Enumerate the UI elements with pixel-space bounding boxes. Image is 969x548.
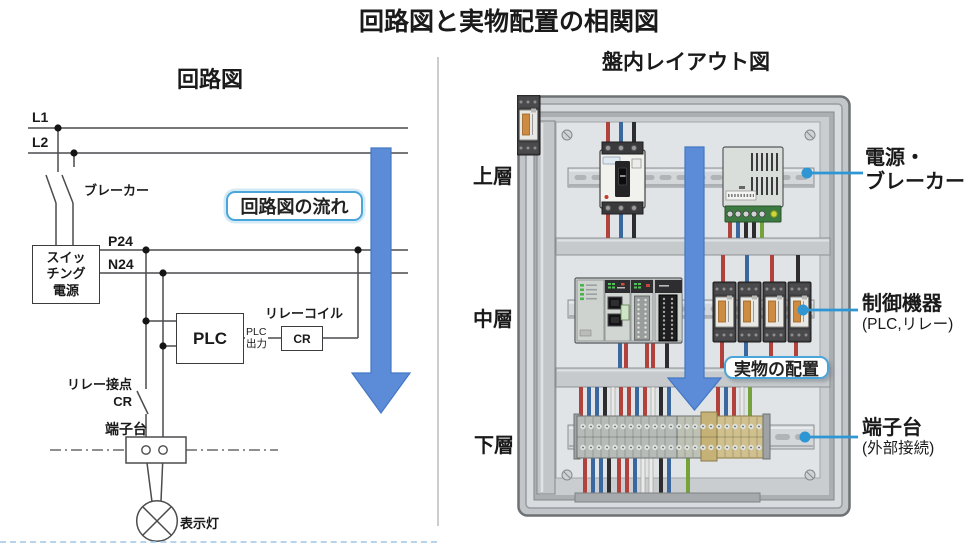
relay-contact-line-1: リレー接点 <box>66 377 132 392</box>
circuit-heading: 回路図 <box>176 67 243 92</box>
psu-line-3: 電源 <box>52 282 79 298</box>
callout-power-breaker-line1: 電源・ <box>865 147 925 169</box>
layout-flow-arrow <box>666 146 723 411</box>
terminal-block-device <box>573 411 771 503</box>
lamp-label: 表示灯 <box>180 516 220 531</box>
panel-screws <box>561 129 816 481</box>
power-supply-device <box>722 146 784 223</box>
callout-power-breaker-line2: ブレーカー <box>865 171 965 194</box>
junction-dots <box>54 124 362 350</box>
relay-contact-label: リレー接点 CR <box>58 377 132 411</box>
layer-label-top: 上層 <box>473 166 513 188</box>
plc-output-label: PLC 出力 <box>245 326 268 351</box>
flow-highlight-box: 回路図の流れ <box>226 191 363 221</box>
callout-power-breaker: 電源・ ブレーカー <box>865 146 965 195</box>
bus-label-l2: L2 <box>32 134 49 150</box>
psu-line-1: スイッ <box>46 250 86 266</box>
plc-output-line-1: PLC <box>246 326 267 338</box>
layer-label-middle: 中層 <box>473 309 513 331</box>
bus-label-l1: L1 <box>32 109 49 125</box>
wire-anchor-bar <box>574 492 761 503</box>
circuit-flow-arrow <box>350 147 412 415</box>
page-title: 回路図と実物配置の相関図 <box>358 8 659 36</box>
switching-psu-box: スイッ チング 電源 <box>32 245 100 304</box>
relay-contact-line-2: CR <box>113 393 132 409</box>
panel-illustration <box>517 95 851 517</box>
left-wiring-duct <box>536 120 556 495</box>
relay-coil-box: CR <box>281 326 323 351</box>
relay-devices <box>517 95 813 344</box>
terminal-box-symbol <box>125 436 187 464</box>
layer-label-bottom: 下層 <box>474 435 514 457</box>
terminal-label: 端子台 <box>105 421 147 437</box>
placement-highlight-box: 実物の配置 <box>724 356 829 379</box>
bus-label-n24: N24 <box>108 256 134 272</box>
breaker-device <box>599 141 646 215</box>
psu-line-2: チング <box>46 266 86 282</box>
callout-control-devices-line1: 制御機器 <box>862 293 942 315</box>
section-divider <box>437 57 439 526</box>
lamp-symbol <box>135 499 179 543</box>
panel-wires <box>579 122 800 496</box>
callout-control-devices: 制御機器 (PLC,リレー) <box>862 292 953 335</box>
bus-label-p24: P24 <box>108 233 133 249</box>
relay-coil-label: リレーコイル <box>265 306 344 321</box>
callout-control-devices-line2: (PLC,リレー) <box>862 316 954 334</box>
circuit-wires <box>28 127 408 503</box>
circuit-schematic <box>28 124 412 543</box>
breaker-label: ブレーカー <box>84 183 150 198</box>
callout-terminal-block-line1: 端子台 <box>862 417 922 439</box>
page-edge-dashed-line <box>0 541 437 543</box>
callout-terminal-block-line2: (外部接続) <box>862 440 935 458</box>
layout-heading: 盤内レイアウト図 <box>602 51 770 74</box>
plc-box: PLC <box>176 313 244 364</box>
callout-terminal-block: 端子台 (外部接続) <box>862 416 934 459</box>
plc-device <box>574 277 683 344</box>
plc-output-line-2: 出力 <box>246 337 267 350</box>
